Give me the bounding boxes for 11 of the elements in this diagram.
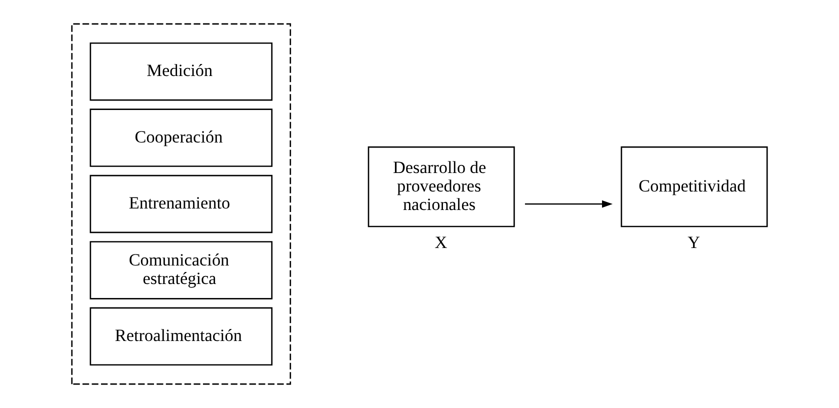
node-box: Competitividad bbox=[620, 146, 768, 228]
arrow bbox=[524, 200, 613, 208]
node-box: Medición bbox=[90, 42, 273, 101]
cluster bbox=[71, 23, 292, 385]
node-box: Entrenamiento bbox=[90, 174, 273, 234]
node-label: X bbox=[434, 233, 448, 252]
node-box: Desarrollo de proveedores nacionales bbox=[368, 146, 515, 228]
node-box: Retroalimentación bbox=[90, 307, 273, 366]
node-label: Y bbox=[688, 233, 700, 252]
node-box: Cooperación bbox=[90, 108, 273, 167]
node-box: Comunicación estratégica bbox=[90, 241, 273, 300]
